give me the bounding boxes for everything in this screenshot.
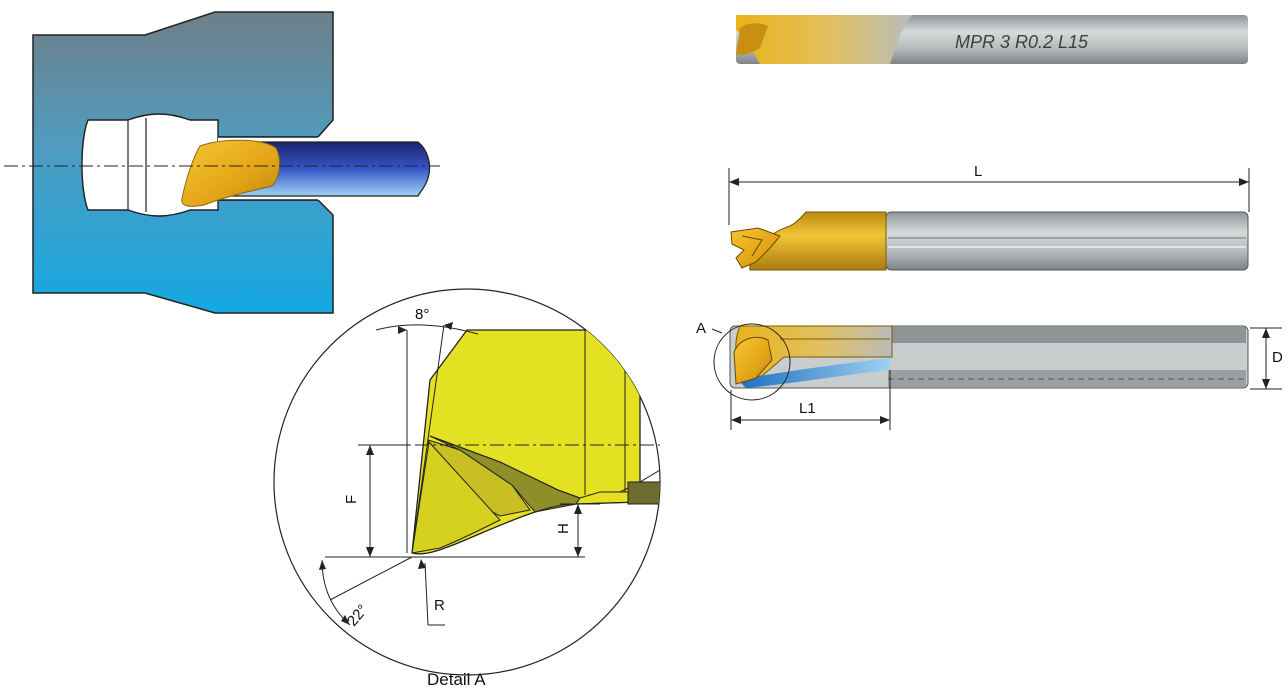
shank-side — [885, 211, 1249, 271]
detail-caption: Detail A — [427, 670, 486, 689]
radius-R-label: R — [434, 597, 445, 614]
angle-8-label: 8° — [415, 306, 429, 323]
cutting-head-side — [730, 227, 781, 269]
dim-L1-label: L1 — [799, 400, 816, 417]
detail-A-view: 8° F H 22° R Detail A — [273, 288, 661, 689]
neck-side — [749, 211, 887, 271]
tool-photo: MPR 3 R0.2 L15 — [736, 15, 1248, 64]
cutting-edge-highlight — [738, 358, 890, 388]
shank-bottom-low-band — [888, 370, 1246, 387]
dim-F-label: F — [343, 495, 360, 504]
shank-bottom-top-band — [888, 327, 1246, 343]
tool-gold-section — [736, 15, 912, 64]
tool-tip-photo — [736, 23, 768, 55]
tool-bottom-view: A D L1 — [696, 320, 1283, 430]
dim-L-label: L — [974, 163, 982, 180]
dim-H-label: H — [555, 523, 572, 534]
gold-insert — [181, 139, 280, 207]
label-A: A — [696, 320, 706, 337]
cutting-head-bottom — [733, 336, 773, 385]
dim-D-label: D — [1272, 349, 1283, 366]
housing-section-view — [4, 11, 440, 314]
tool-side-view: L — [728, 163, 1250, 271]
angle-8-arc — [375, 324, 479, 335]
tool-marking: MPR 3 R0.2 L15 — [955, 32, 1089, 52]
detail-circle-A — [713, 323, 791, 401]
angle-ref-inclined — [411, 324, 445, 554]
